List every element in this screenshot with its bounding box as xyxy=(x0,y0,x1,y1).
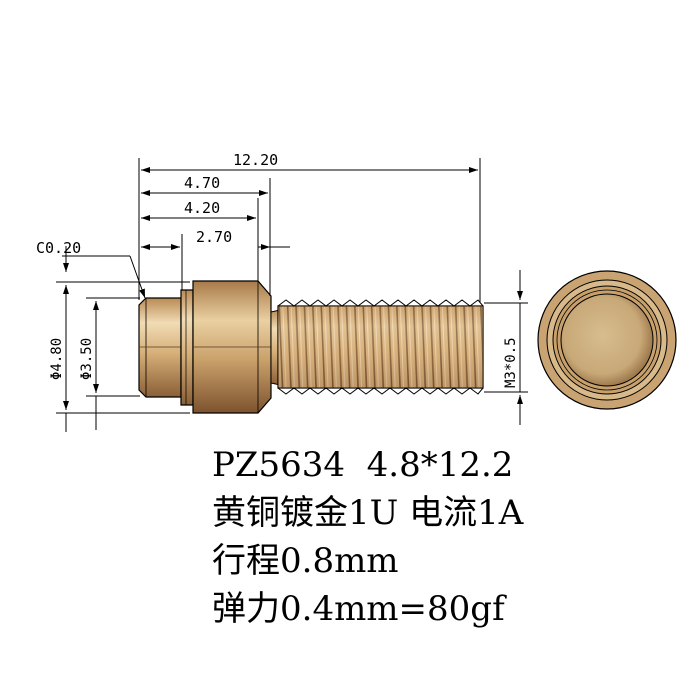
spec-model-size: PZ5634 4.8*12.2 xyxy=(212,445,514,485)
dimension-labels: 12.20 4.70 4.20 2.70 C0.20 Φ4.80 Φ3.50 M… xyxy=(36,151,519,388)
dim-chamfer: C0.20 xyxy=(36,239,81,257)
dim-inner-diameter: Φ3.50 xyxy=(79,338,95,380)
dim-length-b: 4.20 xyxy=(184,199,220,217)
dim-outer-diameter: Φ4.80 xyxy=(49,338,65,380)
spec-stroke: 行程0.8mm xyxy=(212,541,399,581)
dim-length-c: 2.70 xyxy=(196,228,232,246)
dimension-lines xyxy=(56,158,528,432)
pin-body xyxy=(138,280,484,414)
dim-thread: M3*0.5 xyxy=(503,337,519,388)
dim-length-a: 4.70 xyxy=(184,174,220,192)
spec-spring-force: 弹力0.4mm=80gf xyxy=(212,589,505,629)
end-view xyxy=(537,270,677,410)
plunger-tip xyxy=(138,297,182,398)
dim-overall-length: 12.20 xyxy=(233,151,278,169)
step-ring xyxy=(180,289,194,406)
spec-material-current: 黄铜镀金1U 电流1A xyxy=(212,493,524,533)
